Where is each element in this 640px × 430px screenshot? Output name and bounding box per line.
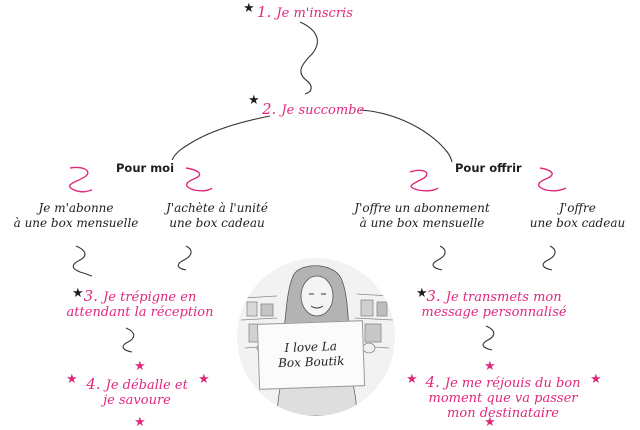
illustration-photo: I love La Box Boutik: [237, 258, 395, 416]
left-option-a-line2: à une box mensuelle: [13, 216, 139, 230]
squiggle-left-b: [185, 167, 213, 192]
right-option-a-line1: J'offre un abonnement: [354, 201, 490, 215]
connector-step1-step2: [299, 21, 318, 95]
left-option-b: J'achète à l'unité une box cadeau: [152, 201, 282, 231]
star-icon: ★: [416, 286, 428, 301]
left-option-b-line2: une box cadeau: [169, 216, 265, 230]
squiggle-left-option-a-down: [72, 245, 93, 277]
right-step4-line1: Je me réjouis du bon: [444, 376, 581, 391]
squiggle-left-a: [68, 166, 93, 193]
left-option-b-line1: J'achète à l'unité: [166, 201, 268, 215]
left-step3: 3. Je trépigne en attendant la réception: [60, 287, 220, 321]
left-heading: Pour moi: [116, 161, 175, 175]
photo-sign-line2: Box Boutik: [277, 353, 345, 371]
left-step3-line1: Je trépigne en: [103, 290, 197, 305]
star-icon: ★: [484, 359, 496, 374]
star-icon: ★: [484, 415, 496, 430]
right-step3-number: 3.: [426, 287, 441, 305]
right-step3: 3. Je transmets mon message personnalisé: [414, 287, 574, 321]
squiggle-right-b: [538, 167, 567, 192]
left-step3-number: 3.: [83, 287, 98, 305]
right-step3-line1: Je transmets mon: [445, 290, 562, 305]
squiggle-right-step3-step4: [482, 325, 495, 351]
step2-label: Je succombe: [281, 103, 365, 118]
step1-number: 1.: [257, 3, 272, 21]
star-icon: ★: [134, 415, 146, 430]
right-step4: 4. Je me réjouis du bon moment que va pa…: [418, 373, 588, 422]
step1: 1. Je m'inscris: [257, 2, 353, 21]
squiggle-right-a: [409, 169, 439, 192]
star-icon: ★: [406, 372, 418, 387]
squiggle-right-option-b-down: [542, 245, 556, 271]
left-option-a: Je m'abonne à une box mensuelle: [5, 201, 147, 231]
left-option-a-line1: Je m'abonne: [38, 201, 114, 215]
right-step4-line3: mon destinataire: [447, 406, 559, 421]
right-heading: Pour offrir: [455, 161, 522, 175]
squiggle-left-option-b-down: [177, 245, 192, 271]
step2: 2. Je succombe: [262, 99, 364, 118]
right-step4-line2: moment que va passer: [428, 391, 578, 406]
right-option-b-line1: J'offre: [559, 201, 596, 215]
right-option-b-line2: une box cadeau: [529, 216, 626, 230]
star-icon: ★: [198, 372, 210, 387]
right-option-a-line2: à une box mensuelle: [359, 216, 485, 230]
left-step4-line1: Je déballe et: [105, 378, 188, 393]
left-step4: 4. Je déballe et je savoure: [82, 375, 192, 409]
right-option-a: J'offre un abonnement à une box mensuell…: [338, 201, 506, 231]
star-icon: ★: [590, 372, 602, 387]
right-step4-number: 4.: [425, 373, 440, 391]
connector-step2-right: [359, 109, 453, 163]
squiggle-right-option-a-down: [432, 245, 446, 271]
left-step4-number: 4.: [86, 375, 101, 393]
star-icon: ★: [66, 372, 78, 387]
connector-step2-left: [171, 115, 271, 161]
step2-number: 2.: [262, 100, 277, 118]
squiggle-left-step3-step4: [122, 327, 135, 353]
photo-sign: I love La Box Boutik: [256, 320, 366, 390]
right-step3-line2: message personnalisé: [421, 305, 567, 320]
left-step4-line2: je savoure: [103, 393, 171, 408]
star-icon: ★: [72, 286, 84, 301]
step1-label: Je m'inscris: [276, 6, 353, 21]
star-icon: ★: [134, 359, 146, 374]
star-icon: ★: [248, 93, 260, 108]
star-icon: ★: [243, 1, 255, 16]
right-option-b: J'offre une box cadeau: [520, 201, 635, 231]
left-step3-line2: attendant la réception: [66, 305, 214, 320]
